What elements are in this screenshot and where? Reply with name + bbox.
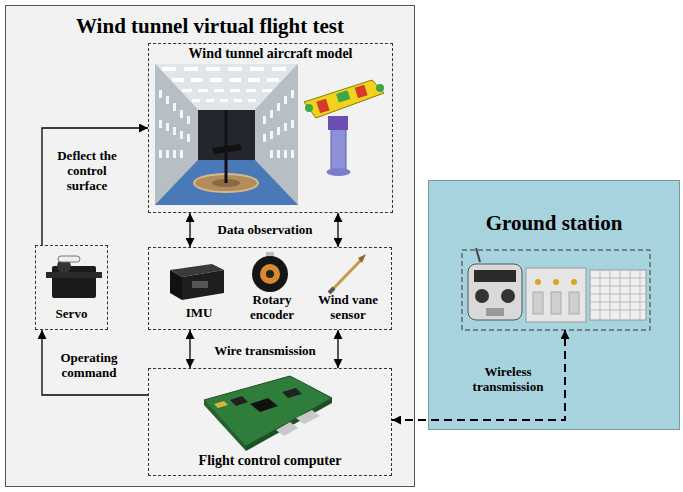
box-title: Wind tunnel aircraft model — [149, 46, 392, 62]
edge-label: Operating command — [44, 350, 134, 380]
box-label: Flight control computer — [149, 453, 391, 469]
signal-arrow — [337, 330, 338, 368]
wireless-link — [392, 330, 565, 420]
box-label: Servo — [36, 306, 107, 321]
link-label: Data observation — [198, 222, 332, 237]
system-panel: Wind tunnel virtual flight testWind tunn… — [5, 5, 415, 487]
edge-label: Deflect the control surface — [47, 148, 127, 193]
panel-title: Ground station — [429, 211, 679, 235]
data-table-icon — [590, 270, 646, 320]
panel-fill — [5, 5, 415, 487]
rotary-encoder-icon — [252, 252, 288, 292]
pcb-icon — [204, 376, 332, 451]
ground-station-panel: Ground station — [428, 180, 680, 430]
wind-tunnel-photo — [155, 64, 298, 205]
panel-title: Wind tunnel virtual flight test — [6, 14, 414, 38]
sensor-box: IMU Rotary encoderWind vane sensor — [148, 247, 392, 330]
transmitter-icon — [468, 248, 522, 320]
sensor-label: IMU — [169, 305, 229, 320]
computer-box: Flight control computer — [148, 368, 392, 476]
signal-arrow — [337, 213, 338, 247]
model-box: Wind tunnel aircraft model — [148, 43, 393, 213]
aircraft-cad-model — [304, 80, 384, 176]
panel-fill — [428, 180, 680, 430]
control-panel-icon — [526, 268, 586, 322]
sensor-label: Rotary encoder — [239, 292, 305, 322]
signal-arrow — [42, 128, 148, 245]
link-label: Wire transmission — [198, 343, 332, 358]
sensor-label: Wind vane sensor — [307, 292, 389, 322]
imu-icon — [170, 264, 224, 300]
signal-arrow — [189, 213, 190, 247]
signal-arrow — [42, 330, 148, 395]
edge-label: Wireless transmission — [458, 364, 558, 394]
wind-vane-icon — [329, 254, 366, 293]
signal-arrow — [189, 330, 190, 368]
servo-box: Servo — [35, 245, 108, 330]
servo-icon — [46, 256, 102, 298]
equipment-group — [462, 250, 650, 330]
